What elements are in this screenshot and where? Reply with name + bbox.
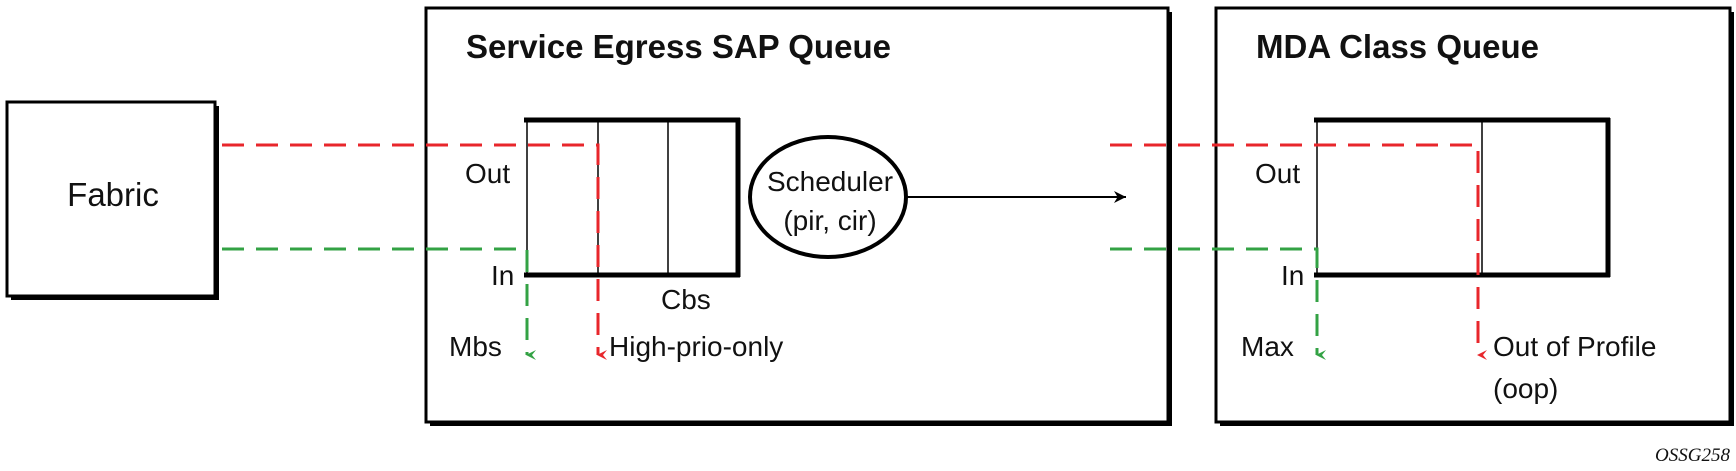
sap-red-path xyxy=(222,143,607,360)
scheduler-label: Scheduler xyxy=(767,166,893,197)
mda-max-label: Max xyxy=(1241,331,1294,362)
sap-cbs-label: Cbs xyxy=(661,284,711,315)
mda-red-path xyxy=(1110,143,1487,360)
fabric-label: Fabric xyxy=(67,176,159,213)
mda-queue-buffer xyxy=(1314,117,1611,278)
mda-oop-abbrev: (oop) xyxy=(1493,373,1558,404)
sap-in-label: In xyxy=(491,260,514,291)
figure-id: OSSG258 xyxy=(1655,445,1730,466)
scheduler: Scheduler (pir, cir) xyxy=(748,135,908,259)
scheduler-params: (pir, cir) xyxy=(783,205,876,236)
sap-green-path xyxy=(222,247,536,360)
mda-oop-label: Out of Profile xyxy=(1493,331,1656,362)
sap-queue-title: Service Egress SAP Queue xyxy=(466,28,891,65)
mda-in-label: In xyxy=(1281,260,1304,291)
sap-mbs-label: Mbs xyxy=(449,331,502,362)
mda-green-path xyxy=(1110,247,1326,360)
mda-out-label: Out xyxy=(1255,158,1300,189)
fabric-box: Fabric xyxy=(5,100,219,300)
mda-queue-title: MDA Class Queue xyxy=(1256,28,1539,65)
sap-queue-buffer xyxy=(524,117,741,278)
sap-out-label: Out xyxy=(465,158,510,189)
mda-queue-box: MDA Class Queue xyxy=(1214,6,1734,426)
sap-high-prio-label: High-prio-only xyxy=(609,331,783,362)
